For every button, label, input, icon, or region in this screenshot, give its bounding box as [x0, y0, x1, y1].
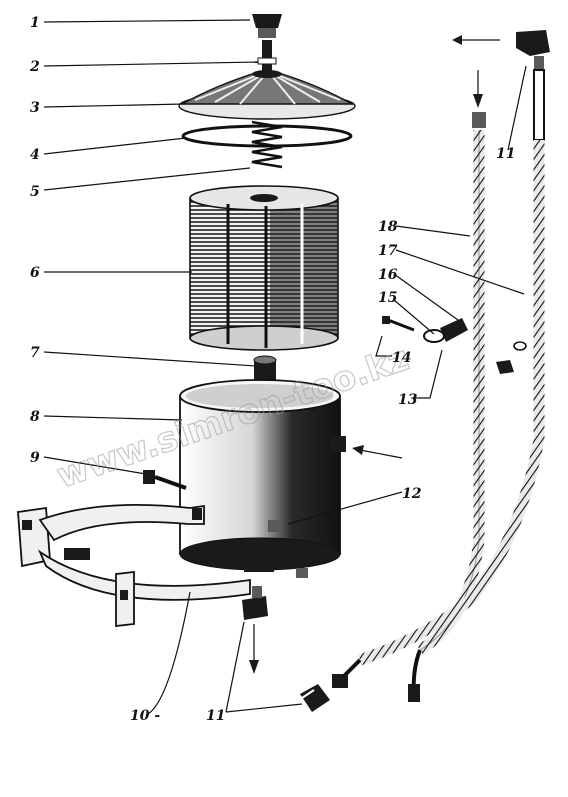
filter-cover-part — [178, 70, 356, 120]
callout-7: 7 — [30, 345, 40, 361]
gasket-part — [181, 124, 353, 148]
callout-labels: 1 2 3 4 5 6 7 8 9 10 - 11 11 12 13 14 15… — [29, 15, 515, 724]
fitting-bottom-part — [242, 586, 268, 674]
stem-part — [257, 40, 277, 72]
filter-housing-part — [179, 379, 346, 578]
callout-15: 15 — [378, 290, 397, 306]
callout-11-top: 11 — [496, 146, 515, 162]
spring-part — [251, 120, 283, 169]
callout-6: 6 — [30, 265, 40, 281]
cap-nut-part — [252, 14, 282, 38]
inlet-arrowhead-icon — [352, 445, 364, 455]
callout-3: 3 — [30, 100, 40, 116]
callout-8: 8 — [30, 409, 40, 425]
callout-12: 12 — [402, 486, 422, 502]
callout-10: 10 - — [130, 708, 160, 724]
leader-lines — [43, 19, 527, 715]
callout-4: 4 — [30, 147, 40, 163]
callout-9: 9 — [30, 450, 40, 466]
mounting-bracket-part — [17, 503, 251, 628]
callout-1: 1 — [30, 15, 40, 31]
callout-16: 16 — [378, 267, 398, 283]
fitting-top-right-part — [452, 30, 550, 70]
callout-2: 2 — [29, 59, 40, 75]
callout-14: 14 — [392, 350, 411, 366]
callout-18: 18 — [378, 219, 398, 235]
callout-5: 5 — [30, 184, 40, 200]
inlet-arrow-icon — [359, 449, 403, 459]
hose-clamp-part — [382, 316, 527, 374]
oil-hoses-part — [332, 69, 545, 702]
fitting-elbow-part — [300, 684, 330, 712]
filter-element-part — [189, 185, 339, 351]
callout-17: 17 — [378, 243, 398, 259]
callout-13: 13 — [398, 392, 418, 408]
callout-11-bottom: 11 — [206, 708, 225, 724]
